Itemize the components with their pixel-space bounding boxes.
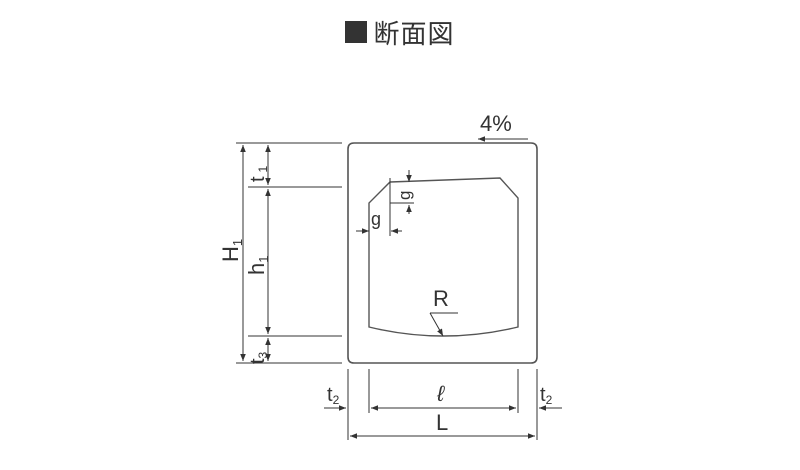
channel-outer-outline — [347, 142, 538, 364]
label-L: L — [436, 410, 448, 435]
channel-inner-cavity — [368, 177, 519, 337]
label-g-horizontal: g — [371, 209, 381, 229]
label-t1: t1 — [247, 165, 270, 182]
square-bullet-icon — [345, 21, 368, 43]
slope-label: 4% — [480, 111, 512, 136]
section-title: 断面図 — [0, 10, 800, 54]
label-H1: H1 — [218, 239, 245, 262]
label-R: R — [433, 286, 449, 311]
label-t2-left: t2 — [327, 384, 340, 407]
label-t3: t3 — [247, 351, 270, 364]
section-title-text: 断面図 — [373, 19, 455, 50]
label-ell: ℓ — [436, 381, 445, 406]
label-h1: h1 — [244, 256, 271, 275]
radius-leader-diagonal — [429, 312, 444, 337]
label-t2-right: t2 — [540, 384, 553, 407]
label-g-vertical: g — [395, 191, 414, 200]
